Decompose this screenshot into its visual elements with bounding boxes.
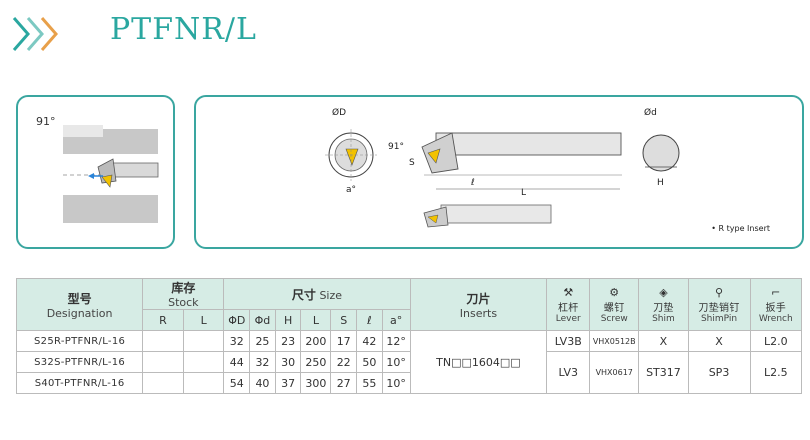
shimpin-icon: ⚲ <box>714 285 724 299</box>
dim-L-label: L <box>521 188 526 198</box>
boring-diagram <box>63 125 159 223</box>
boring-diagram-panel: 91° <box>16 95 175 249</box>
dimension-diagram-panel: ØD a° 91° S ℓ L Ød H • R type Insert <box>194 95 804 249</box>
shim-icon: ◈ <box>659 285 668 299</box>
screw-icon: ⚙ <box>609 285 620 299</box>
page-title: PTFNR/L <box>110 12 257 47</box>
page-header: PTFNR/L <box>0 0 810 80</box>
subcol-R: R <box>142 309 184 331</box>
subcol-H: H <box>274 309 302 331</box>
approach-angle-label: 91° <box>36 115 56 128</box>
lever-icon: ⚒ <box>563 285 574 299</box>
dim-d-label: Ød <box>644 107 657 118</box>
dim-H-label: H <box>657 178 664 188</box>
dim-S-label: S <box>409 158 415 168</box>
wrench-icon: ⌐ <box>771 285 781 299</box>
subcol-a: a° <box>381 309 411 331</box>
subcol-d: Φd <box>249 309 276 331</box>
col-size: 尺寸 Size <box>223 278 411 310</box>
dim-l-label: ℓ <box>470 178 475 188</box>
subcol-D: ΦD <box>223 309 251 331</box>
dim-D-label: ØD <box>332 107 346 118</box>
r-type-note: • R type Insert <box>711 224 770 233</box>
subcol-len: L <box>300 309 332 331</box>
dim-angle-label: 91° <box>388 142 404 152</box>
subcol-L: L <box>182 309 225 331</box>
subcol-l: ℓ <box>356 309 383 331</box>
insert-cell: TN□□1604□□ <box>409 330 548 394</box>
subcol-S: S <box>330 309 358 331</box>
dimension-diagram: ØD a° 91° S ℓ L Ød H <box>325 107 680 228</box>
chevron-right-icon <box>12 17 58 51</box>
dim-a-label: a° <box>346 185 356 195</box>
